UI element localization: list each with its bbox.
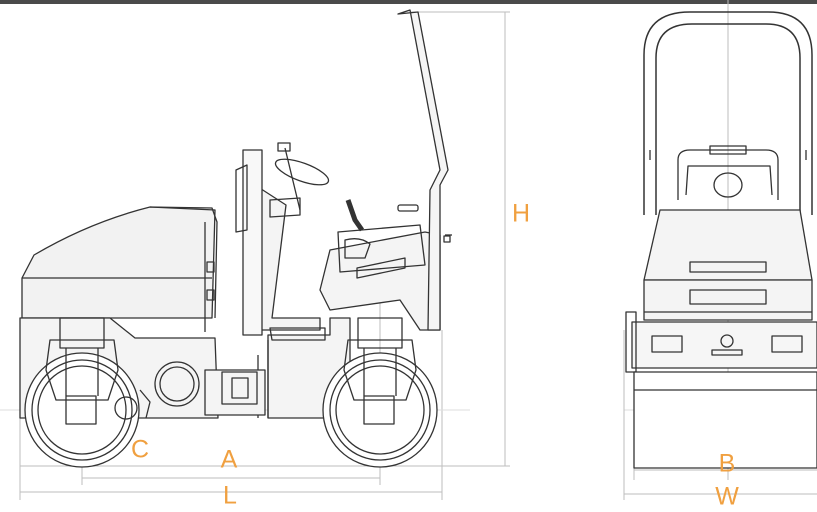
side-view <box>19 9 452 468</box>
wheelbase-label: A <box>220 445 238 474</box>
height-label: H <box>511 199 531 228</box>
length-label: L <box>223 481 237 510</box>
front-view <box>625 11 817 469</box>
drum-width-label: B <box>718 449 736 478</box>
overall-width-label: W <box>715 482 739 511</box>
curb-clearance-label: C <box>130 435 150 464</box>
top-border <box>0 0 817 4</box>
